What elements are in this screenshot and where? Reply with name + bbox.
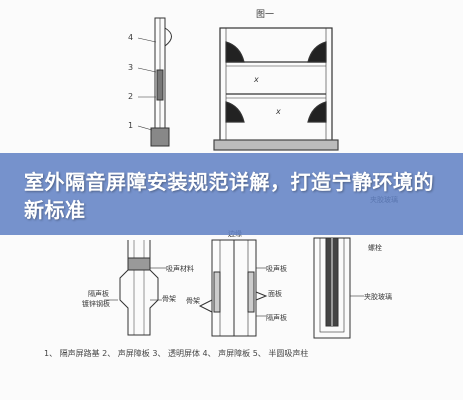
frame-left-label: 骨架 <box>162 295 176 303</box>
figure-caption: 1、 隔声屏路基 2、 声屏障板 3、 透明屏体 4、 声屏障板 5、 半圆吸声… <box>44 349 309 358</box>
left-number-1: 1 <box>128 121 133 130</box>
left-number-3: 3 <box>128 63 133 72</box>
left-post-elevation <box>137 17 172 147</box>
title-banner <box>0 153 463 235</box>
center-mark-1: x <box>253 75 259 84</box>
figure-label: 图一 <box>256 9 274 20</box>
left-number-2: 2 <box>128 92 133 101</box>
bottom-right-section <box>313 237 364 339</box>
absorb-left-label: 吸声材料 <box>166 264 194 273</box>
bottom-left-section <box>104 240 166 336</box>
center-frame <box>213 27 339 151</box>
absorb-board-label: 隔声板 <box>266 313 287 322</box>
frame-right-label: 骨架 <box>186 297 200 305</box>
absorb-right-label: 吸声板 <box>266 264 287 273</box>
glass-label: 夹胶玻璃 <box>364 292 392 301</box>
sound-board-sub-label: 镀锌钢板 <box>82 299 110 308</box>
bottom-center-section <box>198 239 268 337</box>
left-number-4: 4 <box>128 33 133 42</box>
bolt-label: 螺栓 <box>368 243 382 252</box>
panel-label: 面板 <box>268 289 282 298</box>
sound-board-label: 隔声板 <box>88 289 109 298</box>
center-mark-2: x <box>275 107 281 116</box>
banner-title: 室外隔音屏障安装规范详解，打造宁静环境的新标准 <box>24 170 434 222</box>
